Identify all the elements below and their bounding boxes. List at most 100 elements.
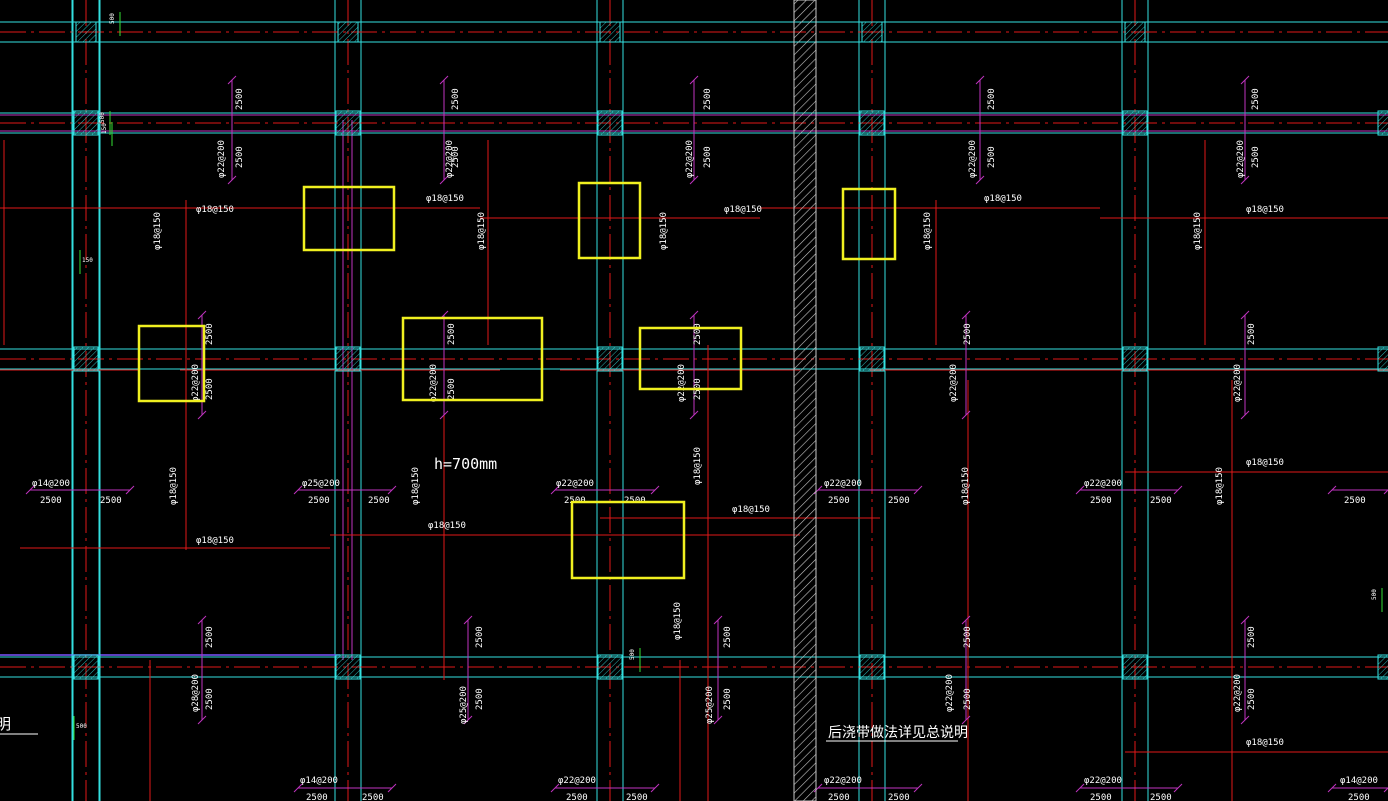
dim-tick [439, 175, 449, 185]
rebar-label: φ25@200 [459, 686, 469, 724]
dimension-label: 2500 [987, 88, 997, 110]
dim-tick [293, 783, 303, 793]
rebar-label: φ22@200 [1233, 674, 1243, 712]
dimension-label: 2500 [1348, 793, 1370, 801]
rebar-label: φ18@150 [1246, 738, 1284, 748]
dimension-label: 2500 [205, 378, 215, 400]
rebar-label: φ22@200 [429, 364, 439, 402]
rebar-label: φ22@200 [445, 140, 455, 178]
rebar-label: φ18@150 [1246, 205, 1284, 215]
dim-tick [227, 75, 237, 85]
rebar-label: φ14@200 [300, 776, 338, 786]
dimension-label: 2500 [447, 378, 457, 400]
dim-tick [961, 310, 971, 320]
dim-tick [25, 485, 35, 495]
dimension-label: 2500 [1150, 793, 1172, 801]
dim-tick [197, 715, 207, 725]
dim-tick [387, 783, 397, 793]
dimension-label: 2500 [205, 626, 215, 648]
dim-tick [1075, 485, 1085, 495]
dimension-label: 2500 [888, 496, 910, 506]
dimension-label: 2500 [235, 88, 245, 110]
column [1122, 654, 1148, 680]
column [337, 21, 359, 43]
dim-tick [713, 615, 723, 625]
rebar-label: φ18@150 [1215, 467, 1225, 505]
rebar-label: φ18@150 [169, 467, 179, 505]
small-dim-label: 500 [1371, 589, 1378, 600]
column [859, 346, 885, 372]
rebar-label: φ22@200 [1236, 140, 1246, 178]
column [1122, 110, 1148, 136]
dim-tick [197, 615, 207, 625]
dim-tick [961, 615, 971, 625]
dimension-label: 2500 [1090, 496, 1112, 506]
rebar-label: φ22@200 [677, 364, 687, 402]
dim-tick [689, 310, 699, 320]
rebar-label: φ18@150 [153, 212, 163, 250]
rebar-label: φ18@150 [724, 205, 762, 215]
dimension-label: 2500 [703, 88, 713, 110]
dim-tick [975, 175, 985, 185]
rebar-label: φ25@200 [302, 479, 340, 489]
dimension-label: 2500 [451, 88, 461, 110]
dimension-label: 2500 [963, 688, 973, 710]
column [859, 654, 885, 680]
rebar-label: φ22@200 [1233, 364, 1243, 402]
dim-tick [197, 410, 207, 420]
rebar-label: φ22@200 [968, 140, 978, 178]
dimension-label: 2500 [1247, 626, 1257, 648]
rebar-label: φ18@150 [411, 467, 421, 505]
dimension-label: 2500 [100, 496, 122, 506]
small-dim-label: 500 [76, 723, 87, 730]
dimension-label: 2500 [1344, 496, 1366, 506]
column [861, 21, 883, 43]
dim-tick [1240, 310, 1250, 320]
rebar-label: φ18@150 [961, 467, 971, 505]
dimension-label: 2500 [723, 688, 733, 710]
rebar-label: φ18@150 [196, 205, 234, 215]
column [1124, 21, 1146, 43]
dim-tick [387, 485, 397, 495]
dimension-label: 2500 [626, 793, 648, 801]
rebar-label: φ18@150 [196, 536, 234, 546]
dimension-label: 2500 [1247, 688, 1257, 710]
dimension-label: 2500 [1247, 323, 1257, 345]
rebar-label: φ18@150 [659, 212, 669, 250]
dimension-label: 2500 [987, 146, 997, 168]
column [335, 654, 361, 680]
dimension-label: 2500 [566, 793, 588, 801]
column [597, 346, 623, 372]
column [597, 654, 623, 680]
columns [73, 21, 1388, 680]
highlight-box [302, 185, 396, 252]
rebar-label: φ14@200 [1340, 776, 1378, 786]
dim-tick [961, 410, 971, 420]
highlight-box [638, 326, 743, 391]
rebar-label: φ18@150 [732, 505, 770, 515]
dimension-label: 2500 [362, 793, 384, 801]
dim-tick [650, 783, 660, 793]
small-dim-label: 500 [629, 649, 636, 660]
rebar-label: φ22@200 [1084, 776, 1122, 786]
dimension-label: 2500 [963, 626, 973, 648]
dim-tick [1383, 489, 1388, 495]
rebar-label: φ18@150 [673, 602, 683, 640]
rebar-label: φ22@200 [945, 674, 955, 712]
dim-tick [1075, 783, 1085, 793]
dimension-label: 2500 [205, 323, 215, 345]
dimension-label: 2500 [1150, 496, 1172, 506]
dimension-label: 2500 [963, 323, 973, 345]
dimension-label: 2500 [828, 496, 850, 506]
dim-tick [439, 410, 449, 420]
dimension-lines [25, 12, 1388, 793]
dimension-label: 2500 [693, 323, 703, 345]
column [335, 110, 361, 136]
column [1377, 346, 1388, 372]
rebar-label: φ22@200 [1084, 479, 1122, 489]
rebar-label: φ22@200 [217, 140, 227, 178]
column [1122, 346, 1148, 372]
rebar-label: φ25@200 [705, 686, 715, 724]
rebar-label: φ18@150 [1193, 212, 1203, 250]
dim-tick [1240, 175, 1250, 185]
